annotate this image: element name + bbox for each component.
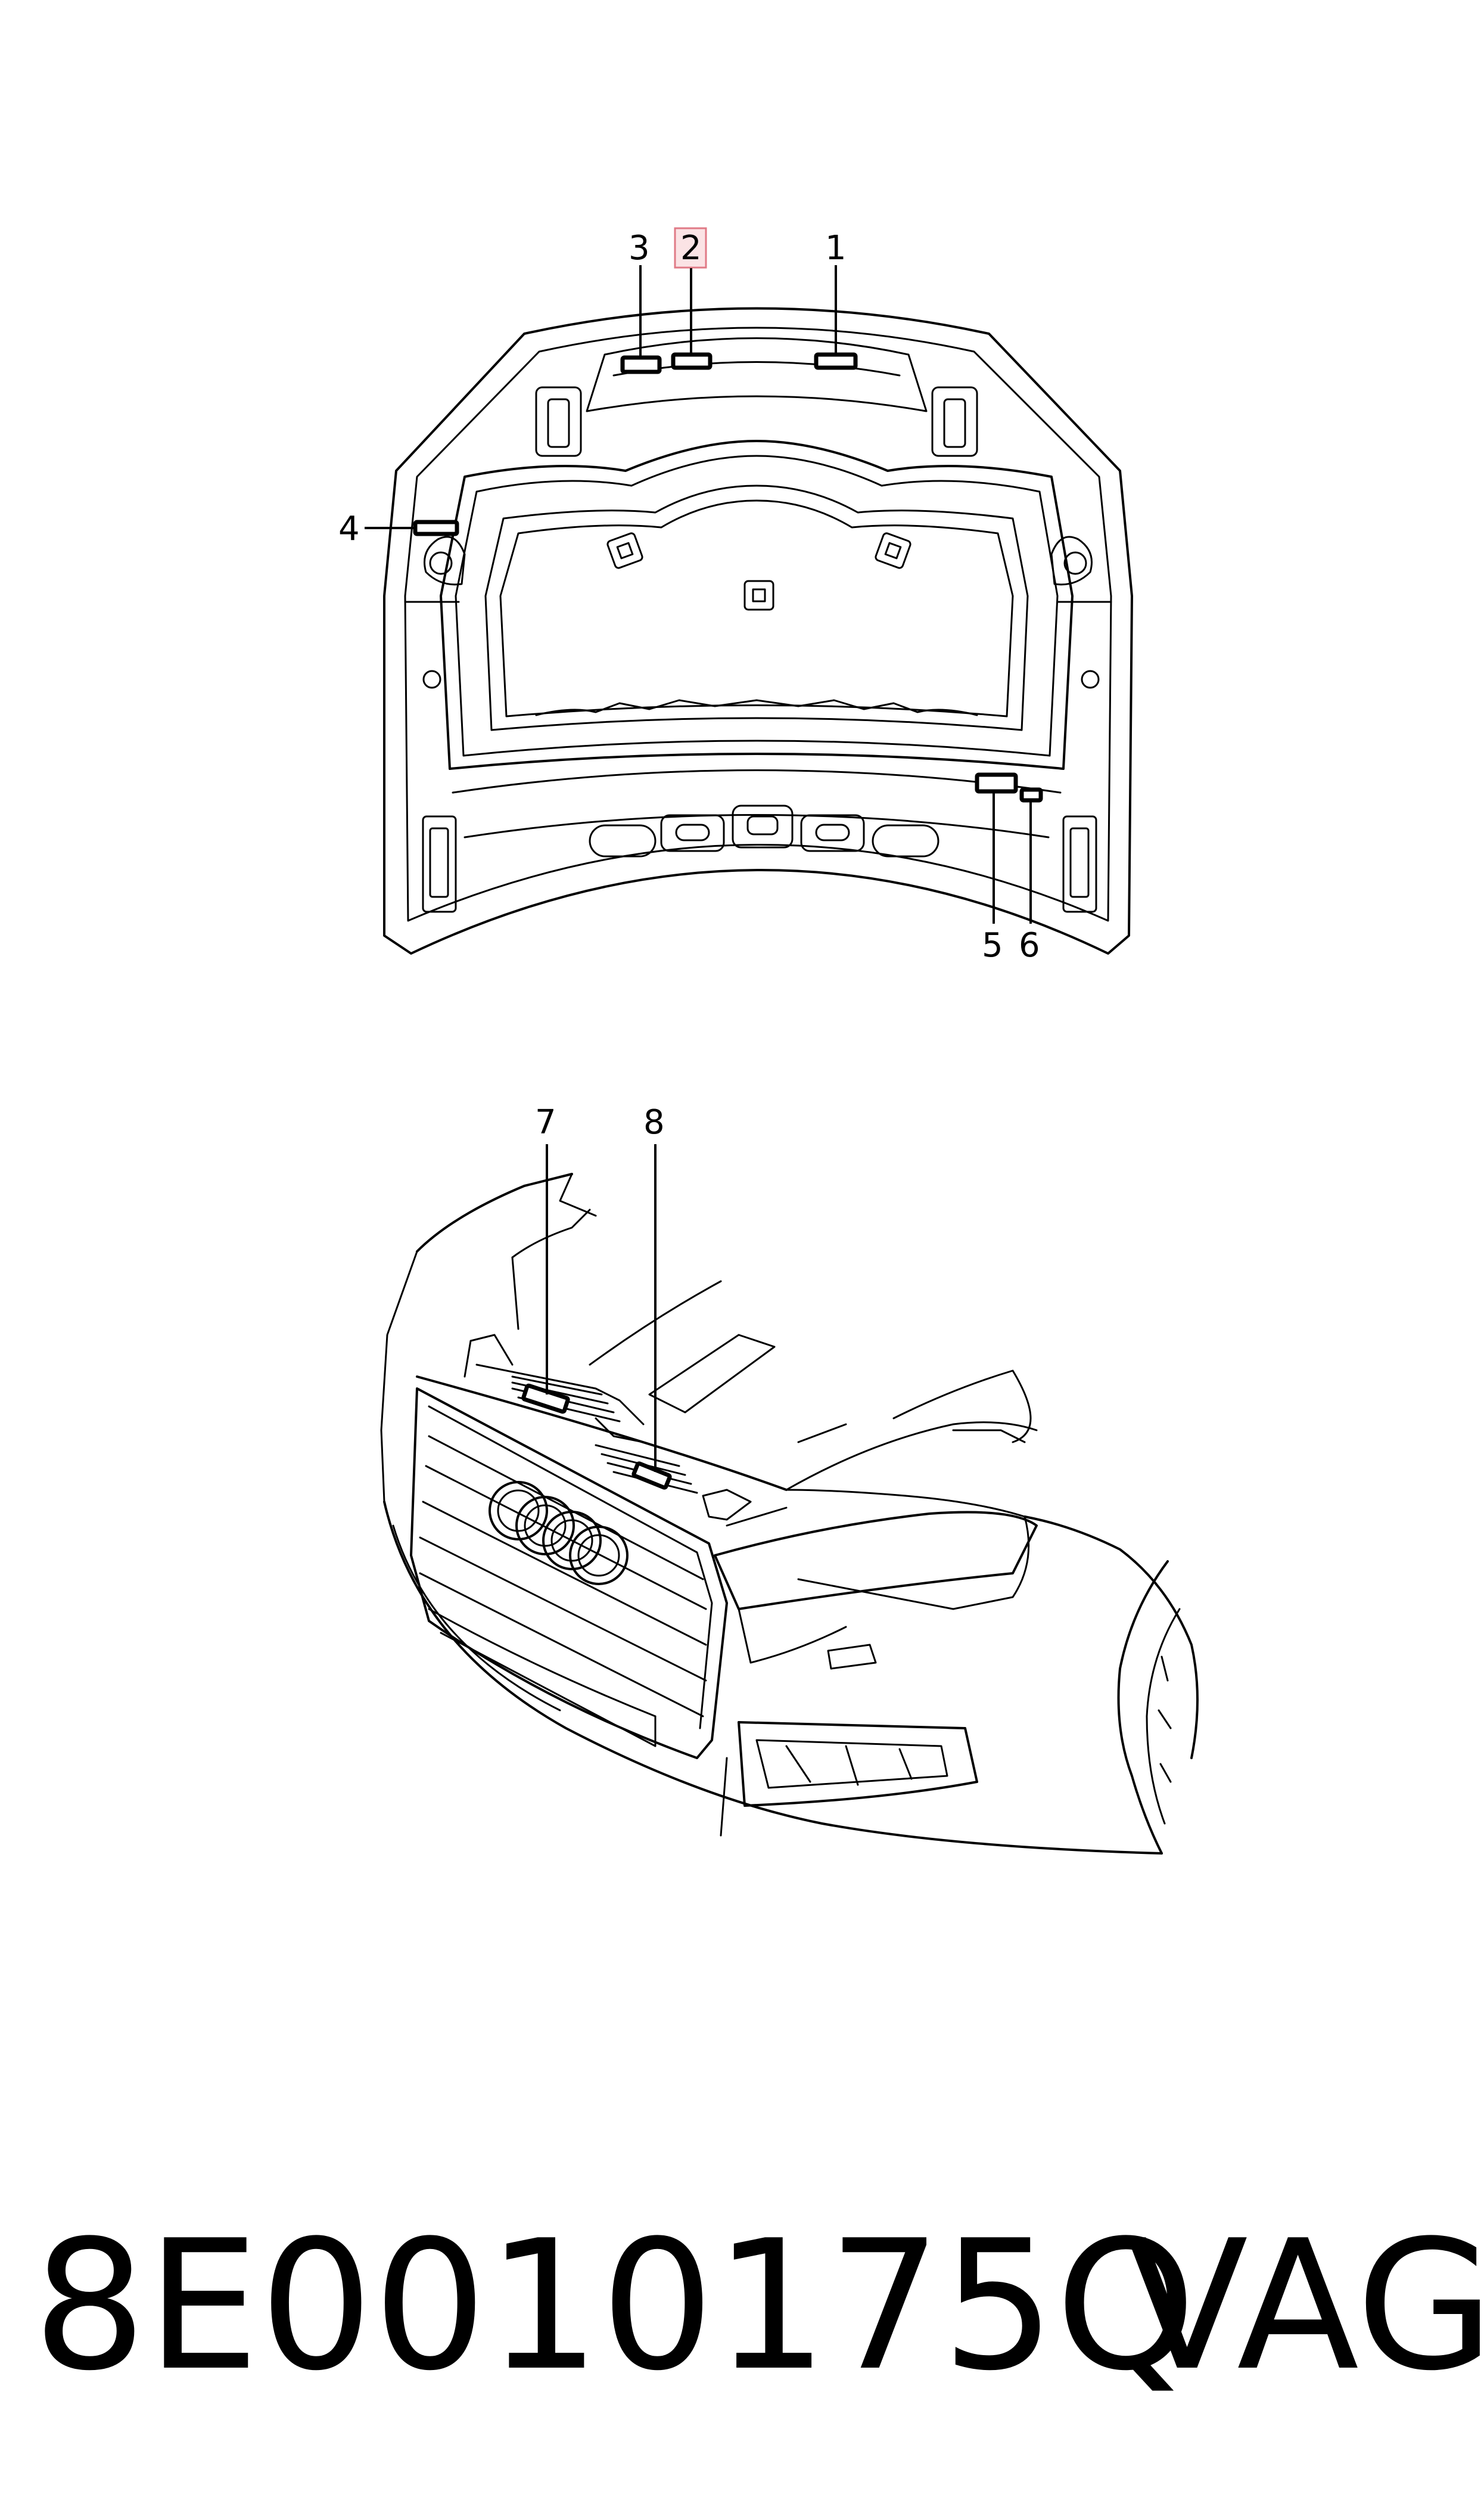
- sticker-markers-hood: [413, 352, 1043, 803]
- highlight-box: [674, 227, 707, 269]
- callouts-car: 7 8: [535, 1103, 665, 1472]
- callout-8: 8: [643, 1103, 665, 1142]
- car-front-illustration: [380, 1173, 1199, 1855]
- callout-1: 1: [825, 229, 847, 268]
- sticker-6: [1019, 787, 1043, 803]
- sticker-4: [413, 520, 459, 536]
- callout-7: 7: [535, 1103, 556, 1142]
- sticker-3: [620, 355, 662, 374]
- sticker-2: [671, 352, 713, 370]
- callouts-hood: 3 2 1 4 5 6: [338, 227, 1040, 965]
- callout-6: 6: [1019, 926, 1040, 965]
- sticker-5: [975, 772, 1018, 794]
- sticker-1: [814, 352, 858, 370]
- callout-3: 3: [629, 229, 650, 268]
- sticker-8: [631, 1461, 672, 1490]
- callout-5: 5: [982, 926, 1003, 965]
- part-number: 8E0010175Q: [33, 2202, 1196, 2410]
- brand-label: VAG: [1126, 2202, 1484, 2410]
- callout-2: 2: [680, 229, 702, 268]
- sticker-markers-car: [521, 1383, 672, 1490]
- callout-4: 4: [338, 510, 360, 548]
- hood-underside-illustration: [383, 307, 1133, 955]
